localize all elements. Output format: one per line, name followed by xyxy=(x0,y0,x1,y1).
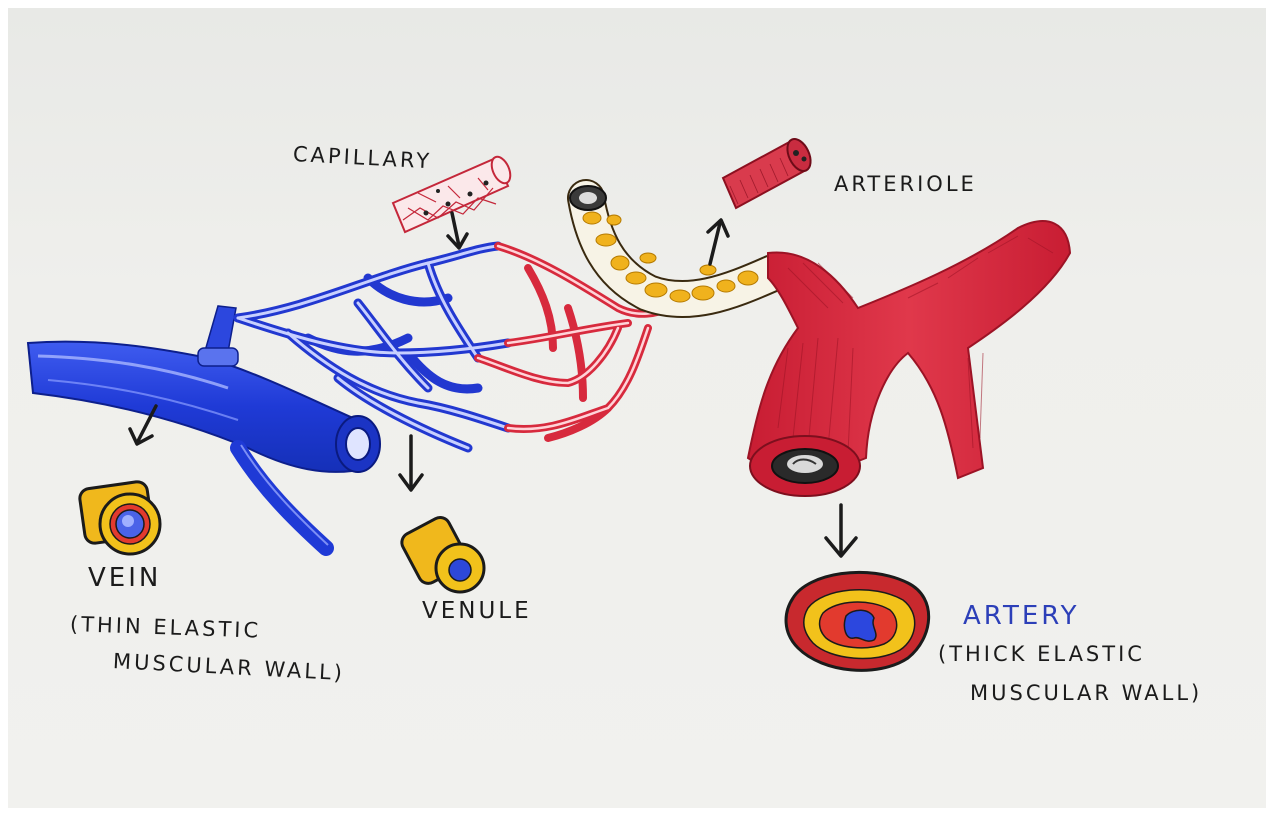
venule-label: VENULE xyxy=(422,598,532,624)
arteriole-segment xyxy=(723,135,815,208)
artery-label: ARTERY xyxy=(963,601,1080,631)
venule-cross-section xyxy=(398,514,484,592)
vein-cross-section xyxy=(79,481,160,554)
vein-label: VEIN xyxy=(88,563,161,593)
artery-note-line1: (THICK ELASTIC xyxy=(938,642,1145,666)
artery-cross-section xyxy=(786,572,929,670)
paper-sheet: CAPILLARY ARTERIOLE VEIN (THIN ELASTIC M… xyxy=(8,8,1266,808)
artery-note-line2: MUSCULAR WALL) xyxy=(970,681,1202,705)
artery xyxy=(748,221,1070,496)
arrow-venule-icon xyxy=(400,436,422,490)
arteriole-label: ARTERIOLE xyxy=(834,172,977,196)
arrow-artery-icon xyxy=(826,505,856,556)
arrow-capillary-icon xyxy=(448,213,467,248)
arrow-arteriole-icon xyxy=(708,220,728,264)
